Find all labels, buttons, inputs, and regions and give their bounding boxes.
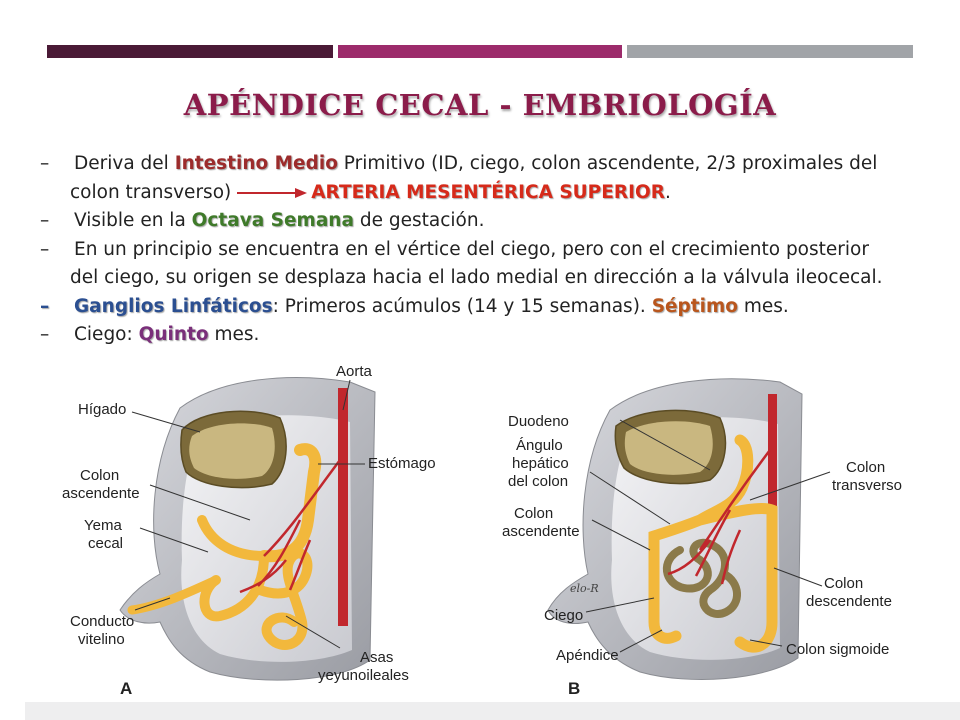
bullet-text: mes. xyxy=(737,295,789,317)
aorta-a xyxy=(338,388,348,626)
bullet-dash: – xyxy=(40,295,50,317)
bullet-dash: – xyxy=(40,238,50,260)
mesenteric-artery-a xyxy=(239,459,342,594)
label-estomago: Estómago xyxy=(368,455,436,472)
bullet-dash: – xyxy=(40,210,50,231)
bullet-text: de gestación. xyxy=(353,210,485,231)
top-bar-2 xyxy=(338,45,622,58)
bullet-text: del ciego, su origen se desplaza hacia e… xyxy=(70,267,883,288)
footer-strip xyxy=(25,702,960,720)
leader-ciego xyxy=(585,597,655,613)
bullet-3-continuation: del ciego, su origen se desplaza hacia e… xyxy=(40,264,940,293)
bullet-text: : Primeros acúmulos (14 y 15 semanas). xyxy=(272,295,652,317)
label-aorta: Aorta xyxy=(336,363,373,380)
highlight-quinto: Quinto xyxy=(138,324,209,345)
bullet-text: mes. xyxy=(208,324,260,345)
bullet-5: – Ciego: Quinto mes. xyxy=(40,321,940,350)
red-arrow-icon xyxy=(237,187,308,198)
leader-duodeno xyxy=(619,419,711,471)
highlight-arteria-mesenterica: ARTERIA MESENTÉRICA SUPERIOR xyxy=(311,181,665,203)
label-apendice: Apéndice xyxy=(556,647,619,664)
leader-higado xyxy=(131,411,201,433)
leader-colon-asc-b xyxy=(591,519,651,551)
highlight-ganglios-linfaticos: Ganglios Linfáticos xyxy=(74,295,273,317)
highlight-octava-semana: Octava Semana xyxy=(191,210,354,231)
leader-colon-sig xyxy=(749,639,783,647)
artist-signature: elo-R xyxy=(570,582,599,595)
leader-conducto xyxy=(134,597,171,611)
leader-aorta xyxy=(342,379,351,411)
small-intestine-b xyxy=(662,538,741,618)
label-ciego: Ciego xyxy=(544,607,583,624)
leader-apendice xyxy=(619,629,663,653)
bullet-4: – Ganglios Linfáticos: Primeros acúmulos … xyxy=(40,293,940,322)
bullet-1: – Deriva del Intestino Medio Primitivo (I… xyxy=(40,150,940,179)
bullet-text: En un principio se encuentra en el vérti… xyxy=(74,238,869,260)
bullet-text: Ciego: xyxy=(74,324,139,345)
highlight-septimo: Séptimo xyxy=(651,295,738,317)
bullet-text: Visible en la xyxy=(74,210,192,231)
label-duodeno: Duodeno xyxy=(508,413,569,430)
colon-frame-b xyxy=(648,434,778,653)
panel-letter-a: A xyxy=(120,679,132,698)
bullet-dash: – xyxy=(40,324,50,345)
bullet-3: – En un principio se encuentra en el vért… xyxy=(40,236,940,265)
leader-asas xyxy=(285,615,341,649)
bullet-list: – Deriva del Intestino Medio Primitivo (I… xyxy=(40,150,940,350)
slide-title: APÉNDICE CECAL - EMBRIOLOGÍA xyxy=(183,88,777,122)
liver-surface-b xyxy=(624,421,713,475)
highlight-intestino-medio: Intestino Medio xyxy=(174,153,338,174)
panel-letter-b: B xyxy=(568,679,580,698)
leader-angulo xyxy=(589,471,671,525)
top-bar-1 xyxy=(47,45,333,58)
bullet-1-continuation: colon transverso) ARTERIA MESENTÉRICA SUP… xyxy=(40,179,940,208)
bullet-dash: – xyxy=(40,153,50,174)
bullet-text: Primitivo (ID, ciego, colon ascendente, … xyxy=(337,153,878,174)
leader-colon-tr xyxy=(749,471,831,501)
mesenteric-artery-b xyxy=(667,449,772,585)
bullet-text: colon transverso) xyxy=(70,181,232,203)
liver-surface-a xyxy=(189,423,275,479)
bullet-2: – Visible en la Octava Semana de gestació… xyxy=(40,207,940,236)
top-bar-3 xyxy=(627,45,913,58)
leader-colon-a xyxy=(149,484,251,521)
label-colon-sigmoide: Colon sigmoide xyxy=(786,641,889,658)
bullet-text: Deriva del xyxy=(74,153,175,174)
leader-yema xyxy=(139,527,209,553)
bullet-text: . xyxy=(664,181,671,203)
label-higado: Hígado xyxy=(78,401,126,418)
leader-colon-desc xyxy=(773,567,823,587)
